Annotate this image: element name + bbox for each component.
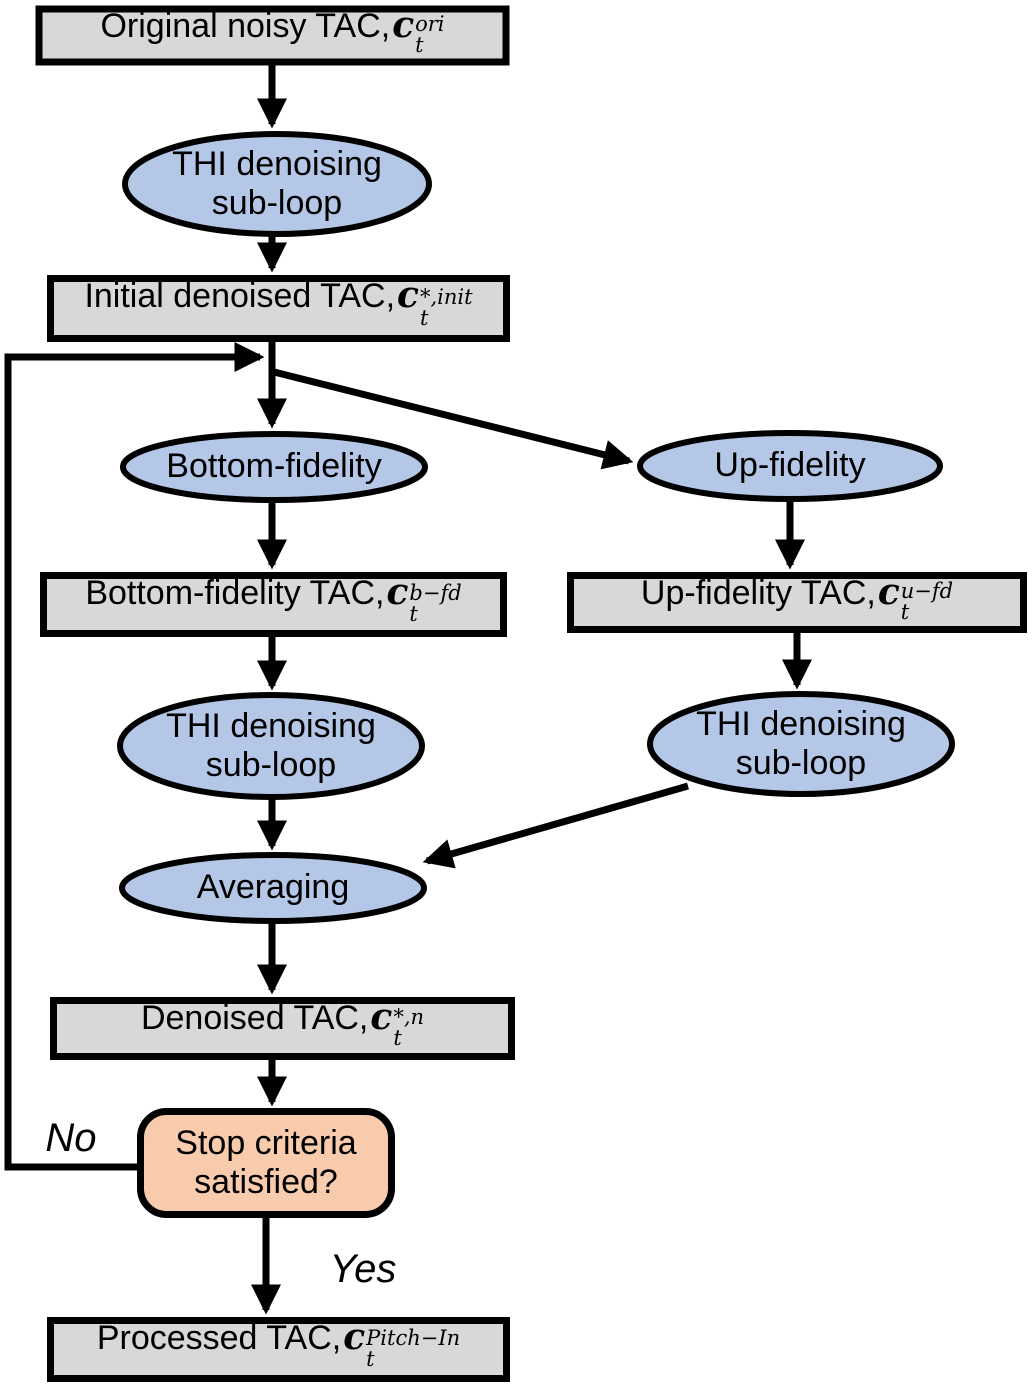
label-bottom-fidelity: Bottom-fidelity xyxy=(166,447,382,486)
node-averaging xyxy=(119,852,427,924)
arrow-junction-to-up-fidelity xyxy=(273,368,634,470)
label-thi-denoising-subloop-1: THI denoising sub-loop xyxy=(172,144,382,222)
node-stop-criteria xyxy=(137,1108,395,1218)
node-up-fidelity-tac xyxy=(567,572,1027,633)
label-thi-denoising-subloop-2: THI denoising sub-loop xyxy=(166,706,376,784)
label-averaging: Averaging xyxy=(196,868,350,907)
arrow-thi3-to-averaging xyxy=(422,782,689,869)
edge-label-no: No xyxy=(45,1115,97,1160)
node-bottom-fidelity xyxy=(120,431,428,503)
label-up-fidelity: Up-fidelity xyxy=(714,446,866,485)
edge-label-yes: Yes xyxy=(329,1246,397,1291)
node-processed-tac xyxy=(47,1317,510,1382)
node-thi-denoising-subloop-1 xyxy=(122,131,432,237)
label-thi-denoising-subloop-3: THI denoising sub-loop xyxy=(696,704,906,782)
node-bottom-fidelity-tac xyxy=(40,572,507,637)
node-denoised-tac xyxy=(50,997,515,1060)
node-initial-denoised-tac xyxy=(47,275,510,342)
label-stop-criteria: Stop criteria satisfied? xyxy=(175,1123,357,1201)
node-original-noisy-tac xyxy=(35,5,510,66)
node-up-fidelity xyxy=(637,430,943,502)
node-thi-denoising-subloop-3 xyxy=(647,691,955,797)
node-thi-denoising-subloop-2 xyxy=(117,692,425,800)
arrow-no-feedback-loop xyxy=(4,341,265,1171)
